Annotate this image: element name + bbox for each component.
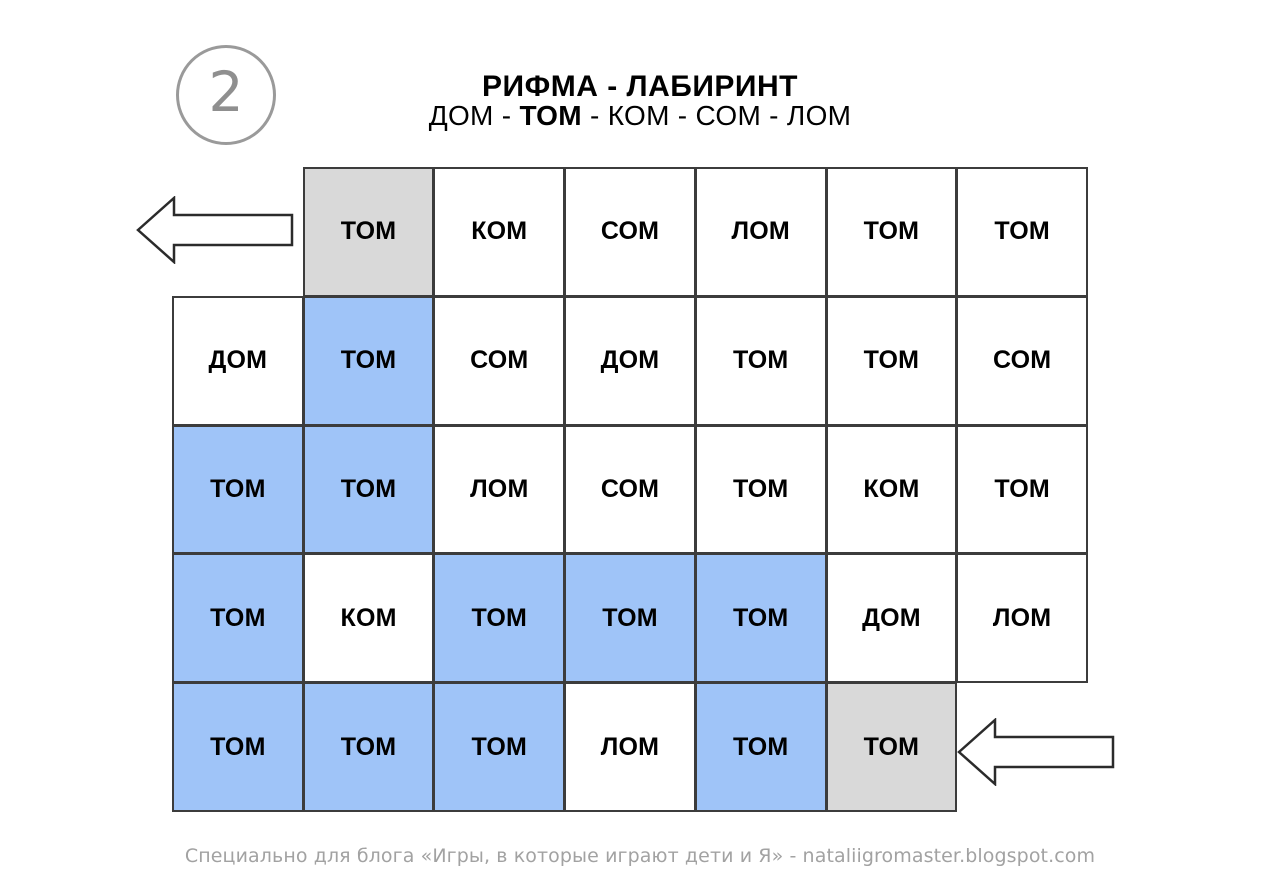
- maze-cell[interactable]: ДОМ: [172, 295, 304, 426]
- maze-cell[interactable]: ЛОМ: [956, 553, 1088, 684]
- maze-cell[interactable]: ТОМ: [956, 167, 1088, 297]
- maze-cell[interactable]: ТОМ: [172, 424, 304, 555]
- rhyme-word-1: ДОМ: [428, 100, 494, 131]
- maze-cell[interactable]: ТОМ: [433, 553, 566, 684]
- maze-cell[interactable]: ТОМ: [694, 553, 827, 684]
- maze-cell-empty: [172, 167, 304, 297]
- maze-cell[interactable]: ТОМ: [172, 682, 304, 812]
- rhyme-word-4: СОМ: [695, 100, 762, 131]
- maze-cell[interactable]: ТОМ: [433, 682, 566, 812]
- maze-cell[interactable]: ТОМ: [694, 424, 827, 555]
- maze-cell[interactable]: ДОМ: [564, 295, 696, 426]
- maze-cell[interactable]: ЛОМ: [564, 682, 696, 812]
- maze-cell[interactable]: СОМ: [956, 295, 1088, 426]
- exit-arrow-icon: [955, 718, 1115, 786]
- maze-cell[interactable]: ДОМ: [825, 553, 958, 684]
- maze-cell[interactable]: ТОМ: [302, 295, 435, 426]
- maze-cell[interactable]: ТОМ: [694, 682, 827, 812]
- rhyme-word-list: ДОМ - ТОМ - КОМ - СОМ - ЛОМ: [0, 100, 1280, 132]
- maze-cell[interactable]: КОМ: [433, 167, 566, 297]
- maze-cell[interactable]: ТОМ: [302, 167, 435, 297]
- task-number-label: 2: [208, 59, 244, 124]
- rhyme-word-5: ЛОМ: [786, 100, 852, 131]
- maze-cell[interactable]: КОМ: [825, 424, 958, 555]
- entry-arrow-icon: [134, 196, 294, 264]
- rhyme-word-target: ТОМ: [519, 100, 582, 131]
- maze-cell[interactable]: ТОМ: [302, 682, 435, 812]
- word-separator: -: [493, 100, 520, 131]
- maze-cell-empty: [956, 682, 1088, 812]
- maze-cell[interactable]: ЛОМ: [694, 167, 827, 297]
- maze-cell[interactable]: ТОМ: [694, 295, 827, 426]
- maze-cell[interactable]: ТОМ: [172, 553, 304, 684]
- maze-cell[interactable]: СОМ: [564, 167, 696, 297]
- word-separator: -: [761, 100, 787, 131]
- maze-cell[interactable]: ТОМ: [956, 424, 1088, 555]
- maze-cell[interactable]: ТОМ: [825, 295, 958, 426]
- maze-cell[interactable]: ТОМ: [825, 167, 958, 297]
- word-separator: -: [581, 100, 608, 131]
- maze-cell[interactable]: ЛОМ: [433, 424, 566, 555]
- maze-cell[interactable]: ТОМ: [825, 682, 958, 812]
- maze-cell[interactable]: СОМ: [564, 424, 696, 555]
- page-title: РИФМА - ЛАБИРИНТ: [482, 70, 798, 104]
- rhyme-word-3: КОМ: [607, 100, 670, 131]
- maze-cell[interactable]: КОМ: [302, 553, 435, 684]
- footer-credit: Специально для блога «Игры, в которые иг…: [184, 845, 1096, 867]
- task-number-badge: 2: [176, 45, 276, 145]
- maze-cell[interactable]: СОМ: [433, 295, 566, 426]
- word-separator: -: [669, 100, 696, 131]
- maze-cell[interactable]: ТОМ: [302, 424, 435, 555]
- maze-cell[interactable]: ТОМ: [564, 553, 696, 684]
